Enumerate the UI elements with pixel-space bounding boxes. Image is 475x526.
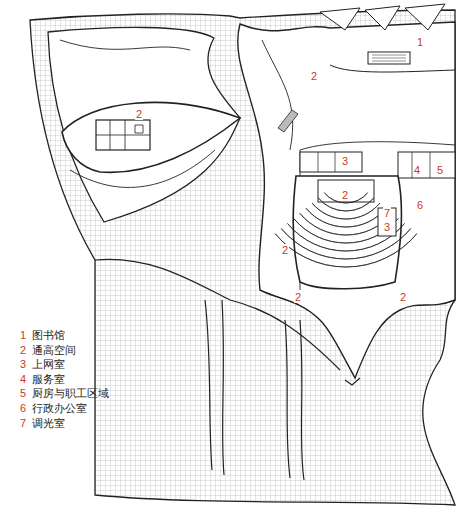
library-rooms <box>368 52 410 64</box>
legend-number: 6 <box>20 402 26 415</box>
inner-wall <box>262 40 455 290</box>
callout-number: 2 <box>310 70 318 82</box>
callout-number: 7 <box>383 207 391 219</box>
callout-number: 2 <box>135 108 143 120</box>
left-void <box>62 102 240 172</box>
callout-number: 2 <box>281 244 289 256</box>
legend-number: 1 <box>20 329 26 342</box>
service-rooms <box>300 152 362 172</box>
legend-text: 上网室 <box>32 358 65 371</box>
legend-number: 7 <box>20 417 26 430</box>
callout-number: 2 <box>294 291 302 303</box>
office-rooms <box>398 152 455 178</box>
auditorium-shell <box>293 176 401 289</box>
callout-number: 5 <box>436 164 444 176</box>
callout-number: 1 <box>416 36 424 48</box>
legend-text: 服务室 <box>32 373 65 386</box>
legend-text: 图书馆 <box>32 329 65 342</box>
legend-number: 4 <box>20 373 26 386</box>
control-room <box>378 208 396 236</box>
seat-rows <box>275 193 417 267</box>
legend-number: 5 <box>20 387 26 400</box>
roof-fins <box>320 4 445 30</box>
seat-row <box>275 234 417 267</box>
seat-row <box>306 208 386 227</box>
left-wing-slab <box>48 27 240 222</box>
seat-row <box>312 203 380 219</box>
callout-number: 2 <box>341 189 349 201</box>
callout-number: 3 <box>341 155 349 167</box>
callout-number: 2 <box>399 291 407 303</box>
callout-number: 4 <box>413 164 421 176</box>
library-wall <box>330 65 455 72</box>
legend-number: 3 <box>20 358 26 371</box>
facade-mesh <box>30 10 455 505</box>
right-slab <box>238 22 455 378</box>
seat-row <box>294 218 399 243</box>
legend-text: 通高空间 <box>32 344 76 357</box>
callout-number: 6 <box>416 199 424 211</box>
stage-platform <box>318 180 374 202</box>
lower-slab-edge <box>95 259 340 370</box>
library-shelves <box>372 55 406 61</box>
room-walls <box>318 152 430 178</box>
callout-number: 3 <box>383 221 391 233</box>
ramp <box>278 110 298 132</box>
legend-number: 2 <box>20 344 26 357</box>
legend-text: 行政办公室 <box>32 402 87 415</box>
mesh-drops <box>205 300 360 480</box>
legend-text: 调光室 <box>32 417 65 430</box>
core-rooms <box>96 120 150 150</box>
legend-text: 厨房与职工区域 <box>32 387 109 400</box>
core <box>96 120 150 150</box>
